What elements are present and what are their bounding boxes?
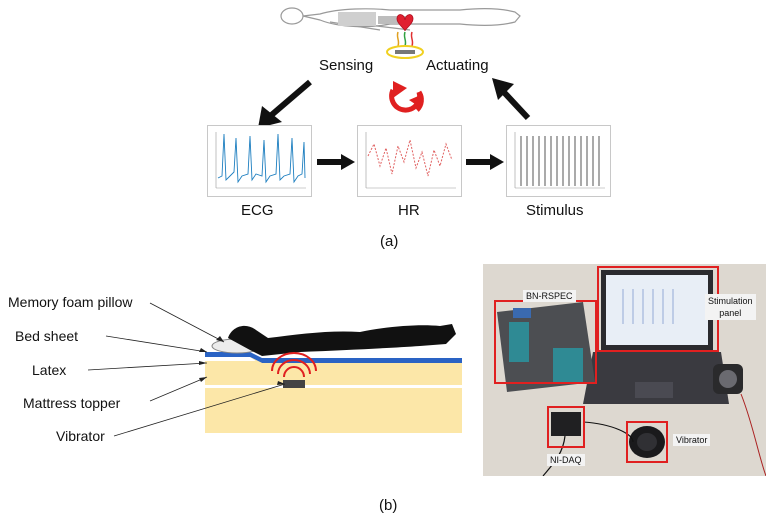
person-outline-illustration <box>280 7 521 59</box>
ecg-label: ECG <box>241 202 274 219</box>
ecg-plot-panel <box>207 125 312 197</box>
hr-to-stimulus-arrow-icon <box>466 154 504 170</box>
vibrator-block <box>283 380 305 388</box>
daq-highlight-box <box>547 406 585 448</box>
stimulus-waveform <box>514 132 605 189</box>
label-bed-sheet: Bed sheet <box>15 328 79 344</box>
sensing-arrow-icon <box>258 78 531 128</box>
caption-a: (a) <box>380 233 399 250</box>
heart-icon <box>396 14 414 32</box>
label-mattress-topper: Mattress topper <box>23 395 121 411</box>
tag-stimulation-panel: Stimulation panel <box>705 294 756 320</box>
actuating-label: Actuating <box>426 57 489 74</box>
tag-stimulation-line2: panel <box>719 308 742 318</box>
sensing-label: Sensing <box>319 57 374 74</box>
hr-plot-panel <box>357 125 462 197</box>
vibrator-highlight-box <box>626 421 668 463</box>
hr-waveform <box>365 132 456 189</box>
tag-bn-rspec: BN-RSPEC <box>523 290 576 302</box>
ecg-to-hr-arrow-icon <box>317 154 355 170</box>
tag-stimulation-line1: Stimulation <box>708 296 753 306</box>
label-memory-foam-pillow: Memory foam pillow <box>8 294 133 310</box>
ecg-waveform <box>215 132 306 189</box>
hr-label: HR <box>398 202 420 219</box>
body-silhouette <box>228 324 456 356</box>
setup-photo: BN-RSPEC Stimulation panel NI-DAQ Vibrat… <box>483 264 766 476</box>
tag-ni-daq: NI-DAQ <box>547 454 585 466</box>
rspec-highlight-box <box>494 300 597 384</box>
caption-b: (b) <box>379 497 398 514</box>
stimulus-label: Stimulus <box>526 202 584 219</box>
label-vibrator: Vibrator <box>56 428 105 444</box>
stimulation-panel-highlight-box <box>597 266 719 352</box>
stimulus-plot-panel <box>506 125 611 197</box>
feedback-loop-icon <box>389 81 424 113</box>
tag-vibrator: Vibrator <box>673 434 711 446</box>
label-latex: Latex <box>32 362 67 378</box>
